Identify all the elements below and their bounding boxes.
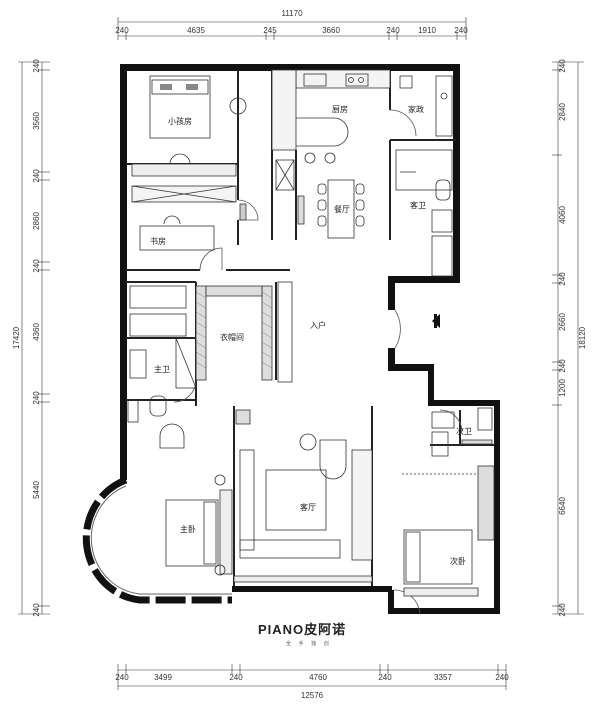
kids-room-furniture	[131, 75, 247, 177]
entrance-cabinet	[277, 281, 293, 383]
label-living-room: 客厅	[300, 502, 316, 512]
left-dim-6: 4360	[32, 323, 41, 341]
bottom-dim-2: 3499	[154, 673, 172, 682]
right-dim-9: 240	[558, 603, 567, 617]
label-second-bath: 次卫	[456, 426, 472, 436]
right-total-dim: 18120	[578, 326, 587, 349]
right-dim-8: 6640	[558, 497, 567, 515]
right-dim-4: 240	[558, 272, 567, 286]
left-total-dim: 17420	[12, 326, 21, 349]
dining-furniture	[297, 179, 365, 239]
bottom-total-dim: 12576	[301, 691, 324, 700]
door-swings	[173, 109, 463, 615]
left-dim-5: 240	[32, 259, 41, 273]
kids-room-pillows	[160, 84, 198, 90]
study-furniture	[131, 185, 247, 251]
right-dim-3: 4060	[558, 206, 567, 224]
right-dim-5: 2660	[558, 313, 567, 331]
left-dim-3: 240	[32, 169, 41, 183]
entrance-arrow-icon	[432, 314, 440, 328]
bottom-dim-7: 240	[495, 673, 509, 682]
right-dimension-line	[552, 61, 584, 615]
bottom-dimension-line	[117, 664, 507, 690]
right-dim-2: 2840	[558, 103, 567, 121]
housekeeping-furniture	[399, 75, 453, 137]
guest-bath-furniture	[395, 149, 453, 277]
left-dim-1: 240	[32, 59, 41, 73]
kitchen-furniture	[271, 69, 391, 191]
left-dim-4: 2860	[32, 212, 41, 230]
bay-window	[82, 476, 232, 604]
top-dim-5: 240	[386, 26, 400, 35]
right-dim-6: 240	[558, 359, 567, 373]
label-walk-in-closet: 衣帽间	[220, 332, 244, 342]
second-bedroom-furniture	[402, 465, 495, 597]
left-dim-2: 3560	[32, 112, 41, 130]
bottom-dim-5: 240	[378, 673, 392, 682]
left-dim-8: 5440	[32, 481, 41, 499]
top-dim-4: 3660	[322, 26, 340, 35]
label-kitchen: 厨房	[332, 104, 348, 114]
label-kids-room: 小孩房	[168, 116, 192, 126]
label-dining: 餐厅	[334, 205, 350, 214]
master-bedroom-furniture	[159, 423, 233, 576]
bottom-dim-1: 240	[115, 673, 129, 682]
second-bath-furniture	[431, 407, 493, 457]
top-total-dim: 11170	[281, 9, 303, 18]
label-housekeeping: 家政	[408, 104, 424, 114]
right-dim-7: 1200	[558, 379, 567, 397]
left-dimension-line	[18, 61, 50, 615]
label-entrance: 入户	[310, 320, 326, 330]
living-room-furniture	[233, 409, 373, 583]
label-guest-bath: 客卫	[410, 200, 426, 210]
brand-tagline: 全 手 独 创	[286, 640, 332, 647]
label-study: 书房	[150, 236, 166, 246]
top-dim-1: 240	[115, 26, 129, 35]
right-dim-1: 240	[558, 59, 567, 73]
top-dim-6: 1910	[418, 26, 436, 35]
bottom-dim-6: 3357	[434, 673, 452, 682]
left-dim-7: 240	[32, 391, 41, 405]
top-dimension-line	[117, 17, 467, 40]
label-master-bath: 主卫	[154, 364, 170, 374]
top-dim-3: 245	[263, 26, 277, 35]
closet-hatching	[195, 291, 273, 369]
bottom-dim-4: 4760	[309, 673, 327, 682]
closet-furniture	[127, 285, 273, 423]
top-dim-2: 4635	[187, 26, 205, 35]
brand-logo: PIANO皮阿诺	[258, 622, 346, 637]
label-master-bedroom: 主卧	[180, 524, 196, 534]
label-second-bedroom: 次卧	[450, 556, 466, 566]
top-dim-7: 240	[454, 26, 468, 35]
bottom-dim-3: 240	[229, 673, 243, 682]
exterior-walls	[120, 64, 500, 614]
left-dim-9: 240	[32, 603, 41, 617]
